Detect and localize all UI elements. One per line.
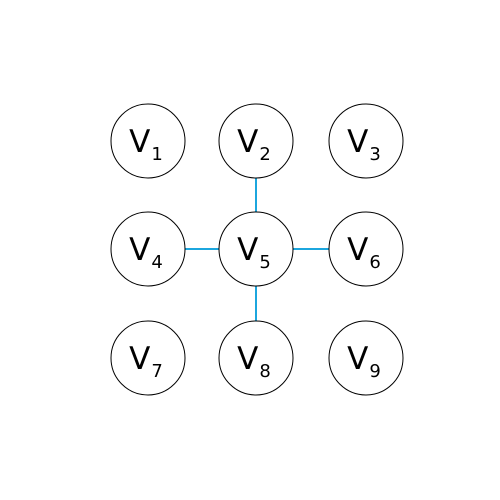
node-circle [110,211,186,287]
node-label: V8 [237,341,271,382]
node-circle [218,103,294,179]
node-label: V2 [237,124,271,165]
node-subscript: 9 [369,361,380,382]
node-letter: V [347,341,368,377]
node-circle [218,320,294,396]
node-label: V6 [347,232,381,273]
node-letter: V [129,124,150,160]
node-circle [328,103,404,179]
node-subscript: 1 [151,144,162,165]
node-v3: V3 [328,103,404,179]
node-label: V4 [129,232,163,273]
node-label: V3 [347,124,381,165]
node-v9: V9 [328,320,404,396]
node-letter: V [237,232,258,268]
node-letter: V [237,341,258,377]
node-v4: V4 [110,211,186,287]
node-subscript: 5 [259,252,270,273]
node-v2: V2 [218,103,294,179]
node-label: V1 [129,124,163,165]
node-subscript: 2 [259,144,270,165]
node-subscript: 4 [151,252,162,273]
node-label: V5 [237,232,271,273]
node-letter: V [237,124,258,160]
node-v7: V7 [110,320,186,396]
node-circle [328,211,404,287]
node-circle [218,211,294,287]
node-letter: V [347,232,368,268]
node-circle [328,320,404,396]
node-v1: V1 [110,103,186,179]
node-circle [110,320,186,396]
node-v5: V5 [218,211,294,287]
node-v6: V6 [328,211,404,287]
node-v8: V8 [218,320,294,396]
edges-layer [185,178,329,321]
node-subscript: 3 [369,144,380,165]
node-label: V9 [347,341,381,382]
node-subscript: 8 [259,361,270,382]
node-subscript: 6 [369,252,380,273]
node-letter: V [129,232,150,268]
node-letter: V [347,124,368,160]
node-letter: V [129,341,150,377]
node-circle [110,103,186,179]
node-subscript: 7 [151,361,162,382]
node-label: V7 [129,341,163,382]
